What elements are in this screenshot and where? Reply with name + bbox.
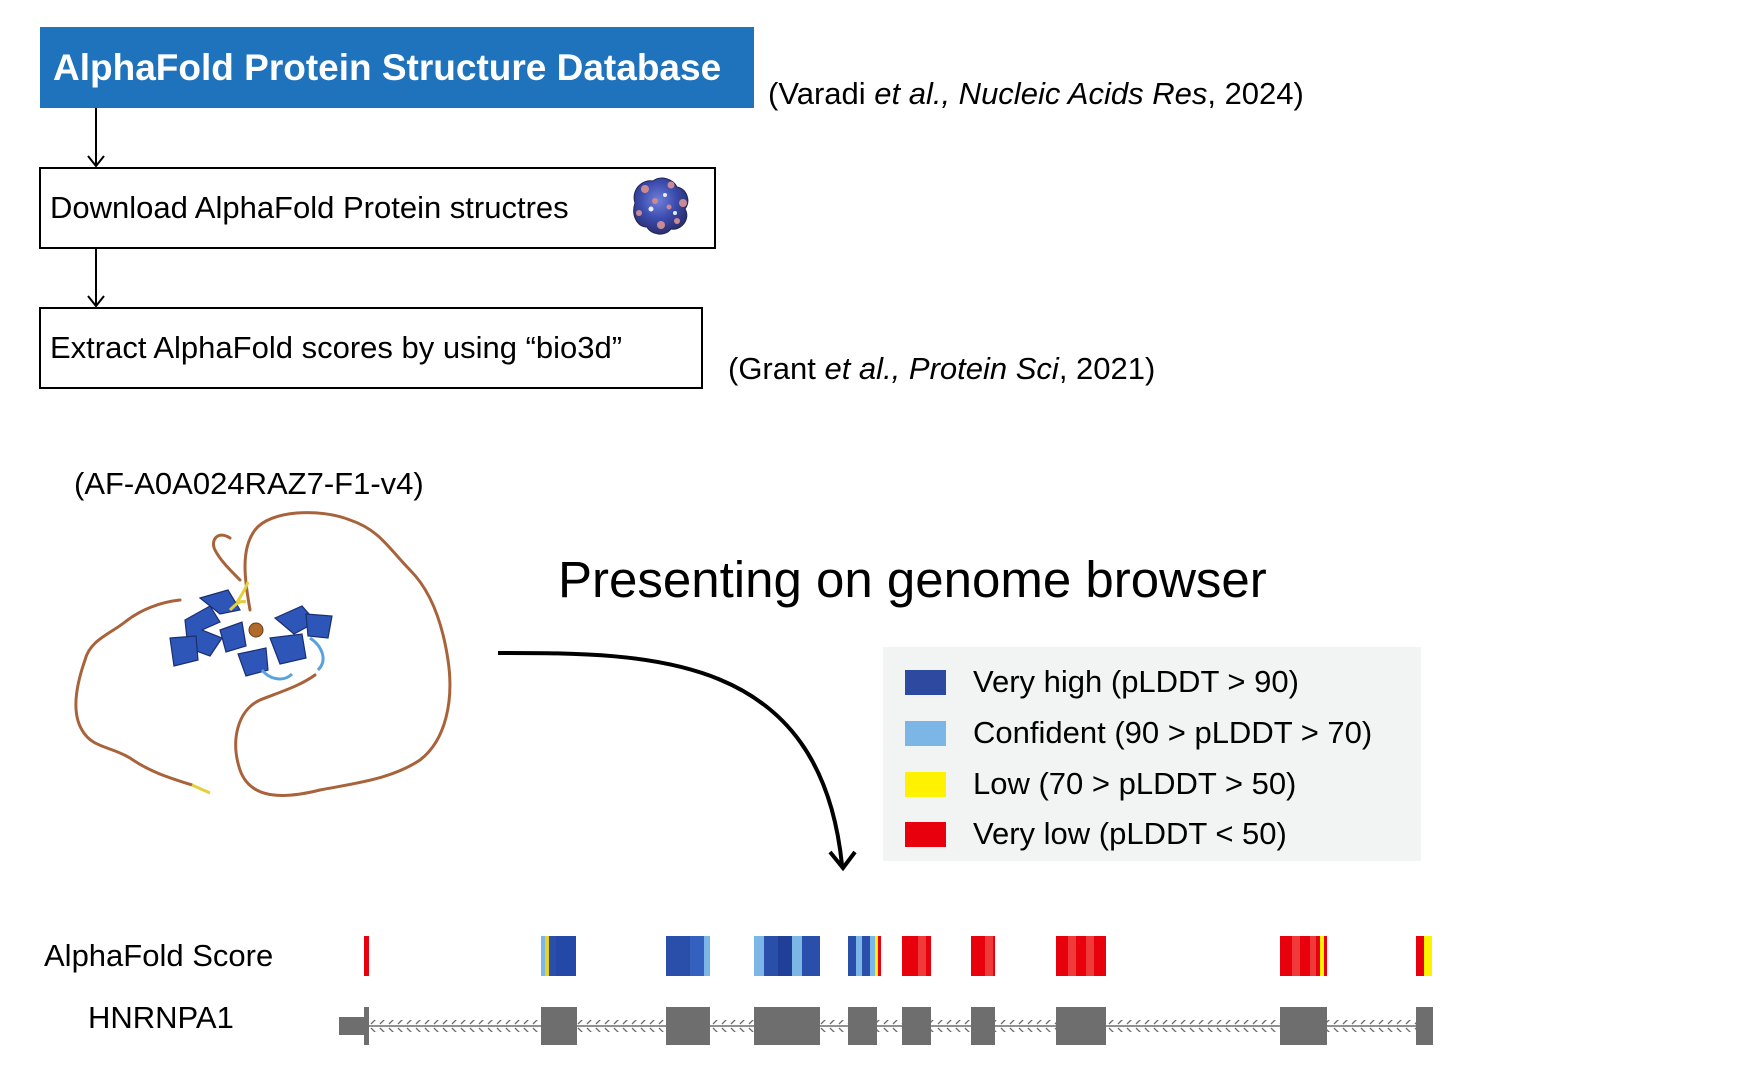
- protein-structure-cartoon: [74, 511, 452, 797]
- database-title: AlphaFold Protein Structure Database: [53, 47, 722, 88]
- legend-very-low: Very low (pLDDT < 50): [905, 814, 1287, 854]
- gene-model: [339, 1007, 1433, 1045]
- extract-step-label: Extract AlphaFold scores by using “bio3d…: [50, 330, 623, 365]
- genome-browser-tracks: [339, 936, 1433, 1045]
- varadi-citation: (Varadi et al., Nucleic Acids Res, 2024): [768, 76, 1304, 111]
- legend-very-high-swatch: [905, 669, 946, 695]
- download-step-label: Download AlphaFold Protein structres: [50, 190, 569, 225]
- alphafold-score-track-label: AlphaFold Score: [44, 938, 274, 973]
- legend-confident-swatch: [905, 720, 946, 746]
- database-header: AlphaFold Protein Structure Database: [40, 27, 754, 108]
- legend-confident: Confident (90 > pLDDT > 70): [905, 713, 1372, 753]
- legend-very-low-swatch: [905, 821, 946, 847]
- download-step-box: Download AlphaFold Protein structres: [39, 167, 716, 249]
- flow-arrows: [87, 108, 105, 308]
- legend-low: Low (70 > pLDDT > 50): [905, 764, 1296, 804]
- structure-id-label: (AF-A0A024RAZ7-F1-v4): [74, 466, 424, 501]
- legend-low-swatch: [905, 771, 946, 797]
- legend-very-high: Very high (pLDDT > 90): [905, 662, 1299, 702]
- score-track-blocks: [364, 936, 1432, 976]
- plddt-legend: Very high (pLDDT > 90) Confident (90 > p…: [883, 647, 1421, 861]
- grant-citation: (Grant et al., Protein Sci, 2021): [728, 351, 1156, 386]
- curved-arrow: [497, 650, 857, 872]
- extract-step-box: Extract AlphaFold scores by using “bio3d…: [39, 307, 703, 389]
- protein-surface-icon: [633, 177, 689, 235]
- browser-heading: Presenting on genome browser: [558, 551, 1267, 608]
- gene-track-label: HNRNPA1: [88, 1000, 234, 1035]
